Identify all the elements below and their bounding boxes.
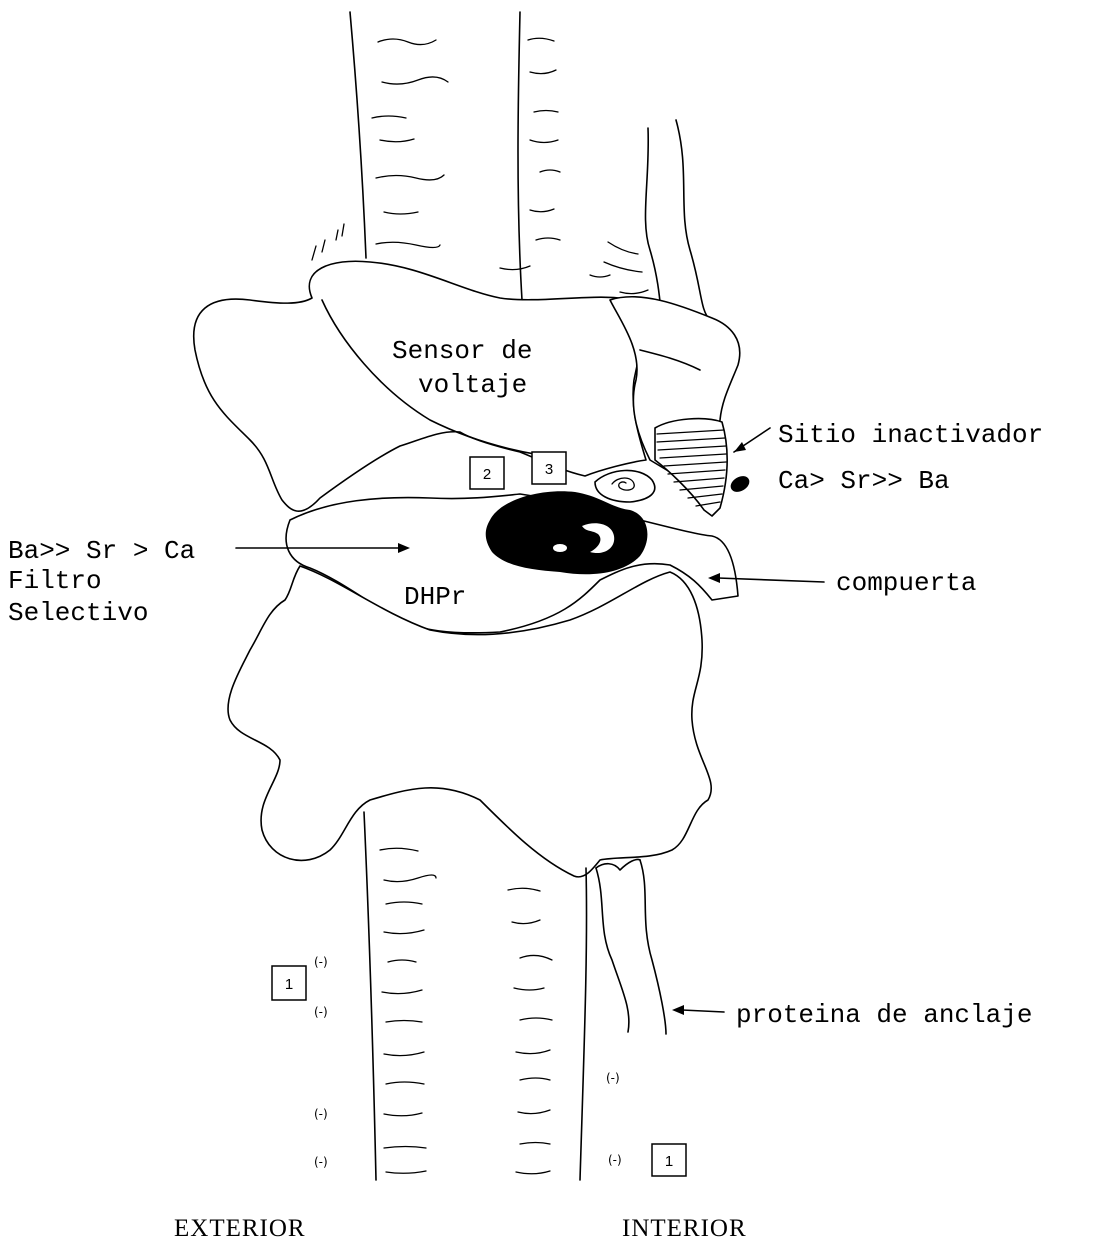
arrow-to-anchor-protein bbox=[672, 1005, 724, 1015]
exterior-label: EXTERIOR bbox=[174, 1215, 306, 1242]
site-1-marker-right: 1 bbox=[652, 1144, 686, 1176]
sitio-order-label: Ca> Sr>> Ba bbox=[778, 466, 950, 496]
site-2-marker: 2 bbox=[470, 457, 504, 489]
svg-text:3: 3 bbox=[545, 461, 553, 478]
lower-membrane-segment bbox=[364, 812, 587, 1180]
inactivation-site-striped bbox=[655, 419, 727, 516]
ion-dot bbox=[728, 473, 752, 495]
svg-text:1: 1 bbox=[665, 1153, 673, 1170]
charge-right-1: (-) bbox=[606, 1071, 620, 1085]
filter-white-dot bbox=[553, 544, 567, 552]
filtro-label-line1: Filtro bbox=[8, 566, 102, 596]
filtro-order-label: Ba>> Sr > Ca bbox=[8, 536, 195, 566]
compuerta-label: compuerta bbox=[836, 568, 976, 598]
anchoring-protein bbox=[596, 859, 666, 1034]
arrow-to-inactivation-site bbox=[734, 428, 770, 452]
proteina-label: proteina de anclaje bbox=[736, 1000, 1032, 1030]
charge-right-2: (-) bbox=[608, 1153, 622, 1167]
charge-left-1: (-) bbox=[314, 955, 328, 969]
upper-membrane-segment bbox=[350, 12, 560, 300]
sensor-label-line1: Sensor de bbox=[392, 336, 532, 366]
spiral-element bbox=[595, 470, 655, 502]
svg-text:1: 1 bbox=[285, 976, 293, 993]
svg-text:2: 2 bbox=[483, 466, 491, 483]
filtro-label-line2: Selectivo bbox=[8, 598, 148, 628]
sensor-label-line2: voltaje bbox=[418, 370, 527, 400]
dhpr-label: DHPr bbox=[404, 582, 466, 612]
selective-filter-black bbox=[486, 491, 648, 574]
charge-left-4: (-) bbox=[314, 1155, 328, 1169]
charge-left-2: (-) bbox=[314, 1005, 328, 1019]
site-3-marker: 3 bbox=[532, 452, 566, 484]
site-1-marker-left: 1 bbox=[272, 966, 306, 1000]
sitio-inactivador-label: Sitio inactivador bbox=[778, 420, 1043, 450]
charge-left-3: (-) bbox=[314, 1107, 328, 1121]
interior-label: INTERIOR bbox=[622, 1215, 747, 1242]
